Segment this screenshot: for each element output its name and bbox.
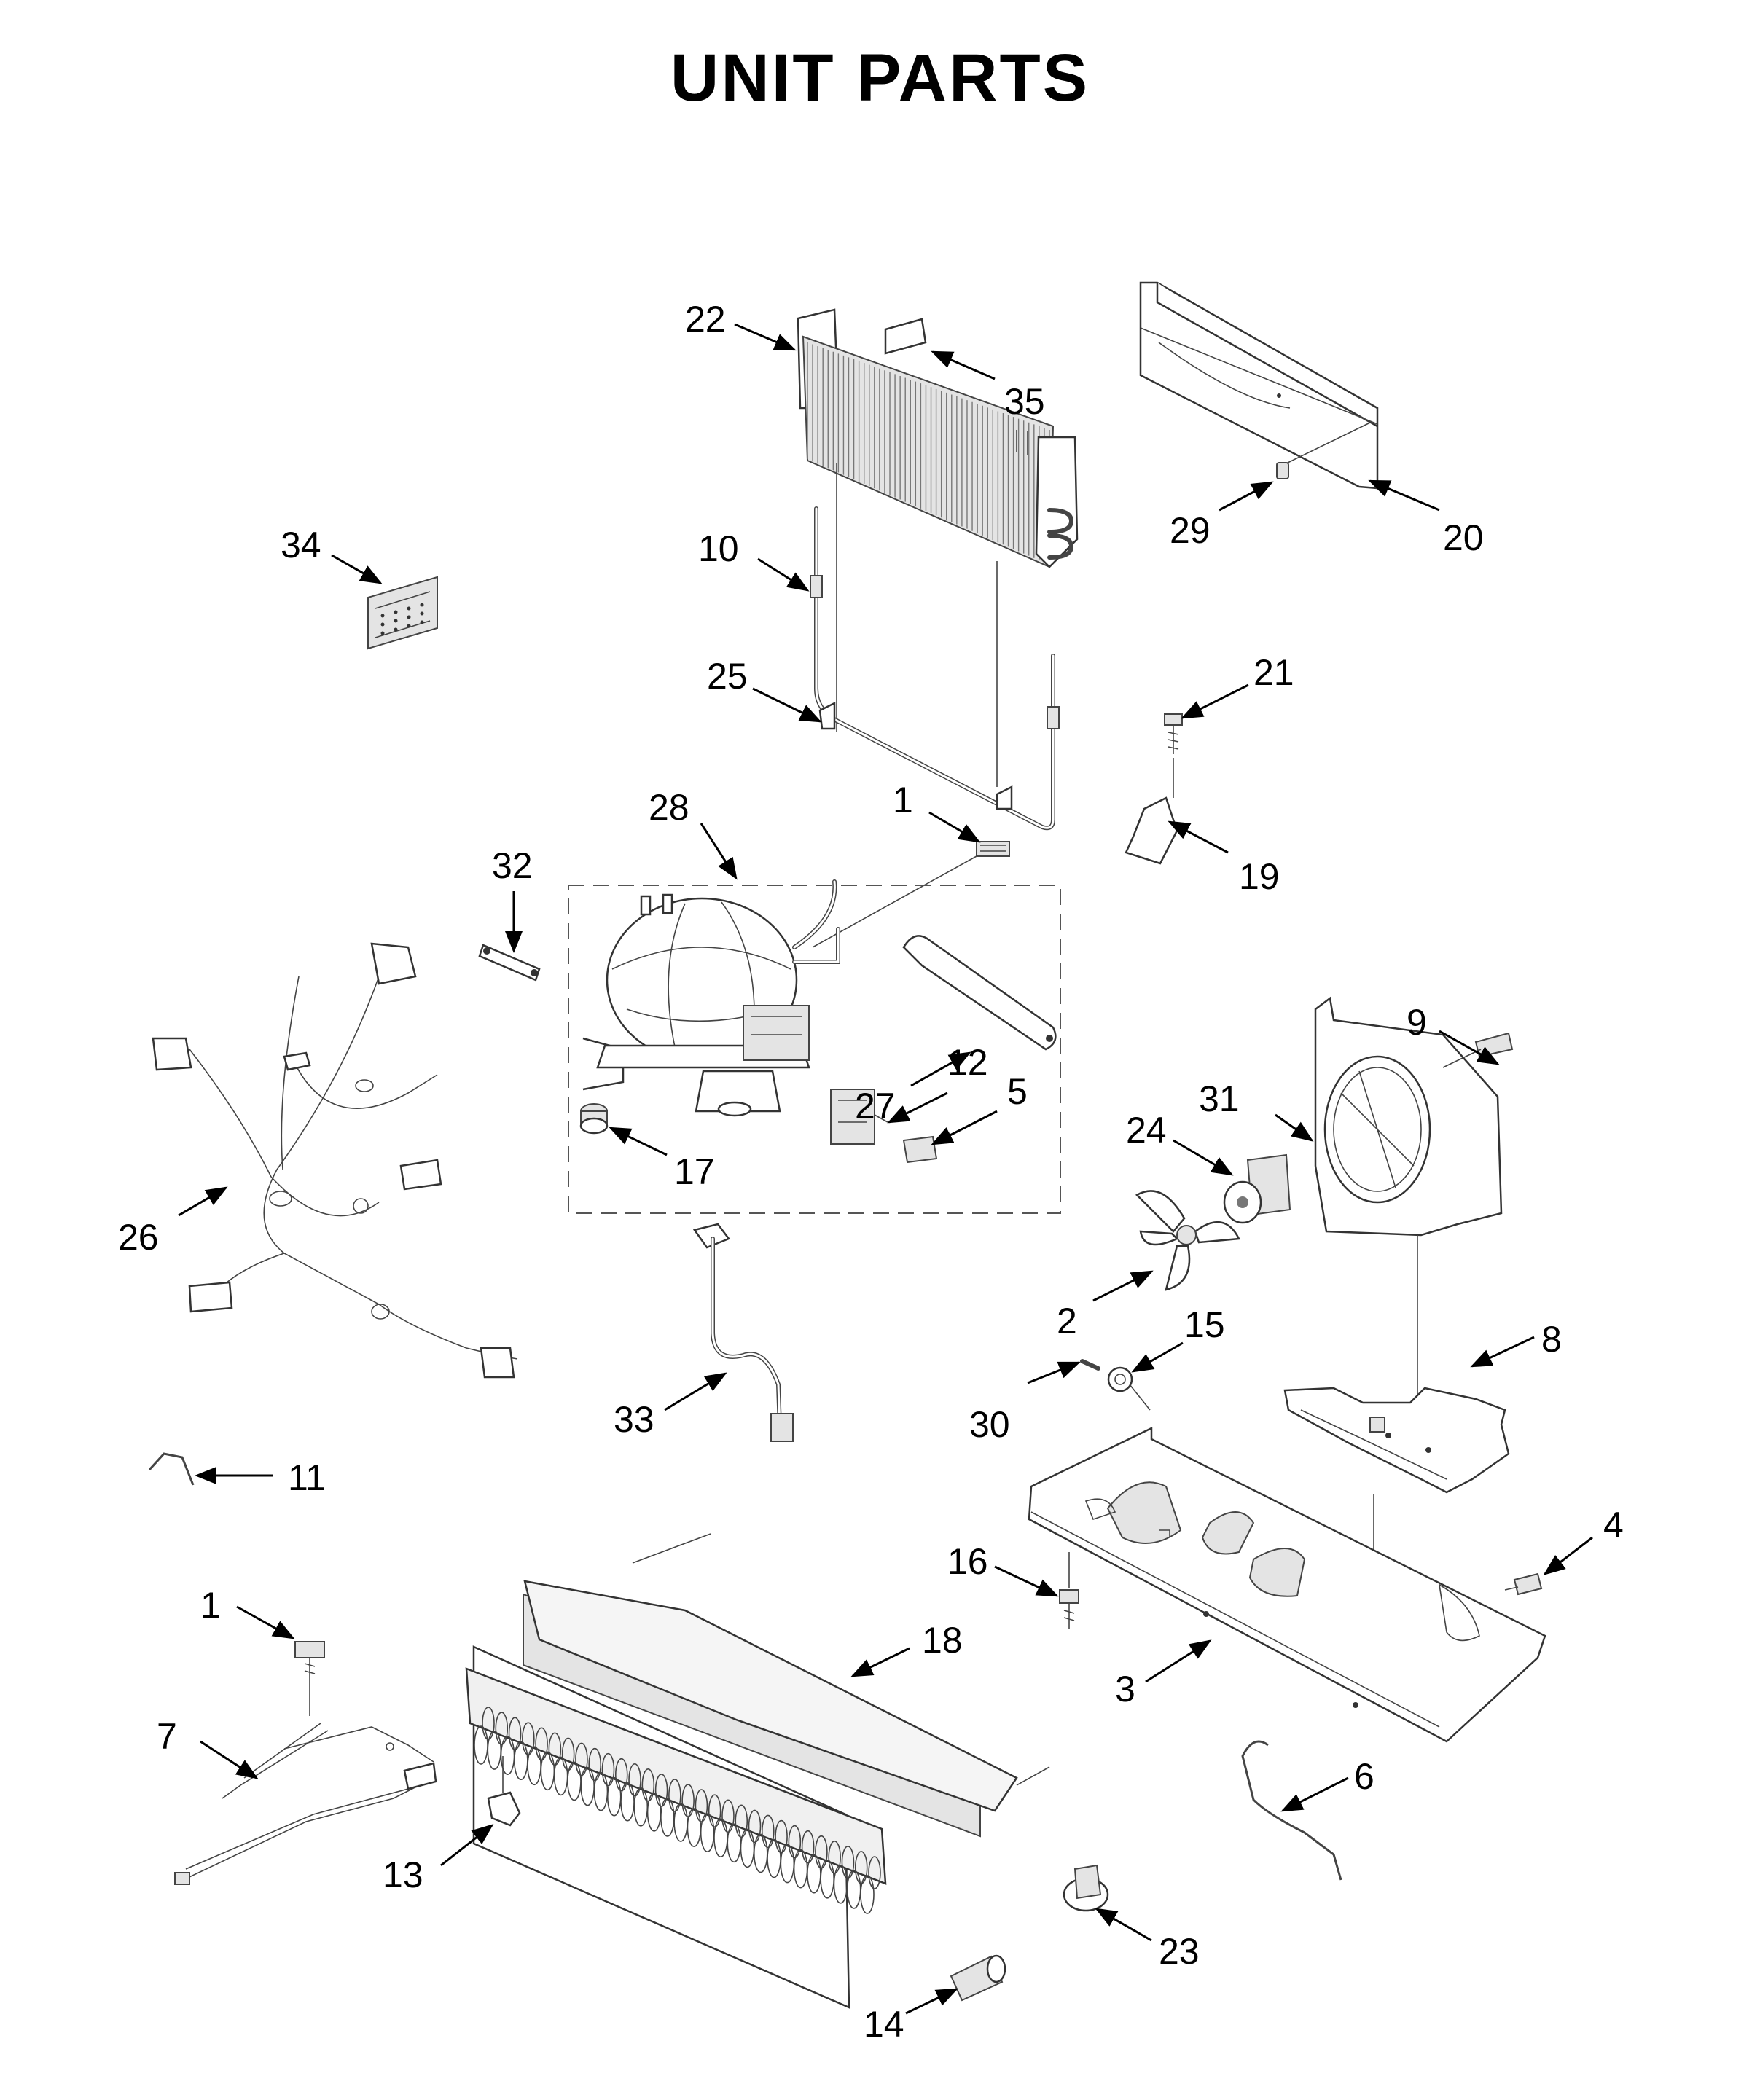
callout-10: 10 [698, 528, 739, 569]
callout-25: 25 [707, 656, 748, 697]
callout-3: 3 [1115, 1669, 1135, 1709]
part-base-pan [1028, 1427, 1546, 1743]
callout-29: 29 [1170, 510, 1211, 551]
callout-15: 15 [1184, 1304, 1225, 1345]
callout-23: 23 [1159, 1931, 1200, 1972]
part-heater-harness [174, 1723, 437, 1885]
part-fan-shroud [1314, 996, 1503, 1406]
part-evaporator [465, 1533, 1050, 2009]
callout-13: 13 [383, 1854, 423, 1895]
callout-28: 28 [649, 787, 689, 828]
part-screw-1-top [812, 841, 1010, 948]
callout-20: 20 [1443, 517, 1484, 558]
part-wire-harness [152, 942, 518, 1379]
part-screw-1-bottom [294, 1641, 325, 1716]
callout-31: 31 [1199, 1078, 1240, 1119]
part-grommet-15 [1107, 1366, 1151, 1411]
callout-33: 33 [614, 1399, 654, 1440]
callout-4: 4 [1603, 1505, 1624, 1545]
part-condenser-cover [1139, 281, 1379, 490]
part-thermostat-23 [1063, 1864, 1109, 1912]
part-fitting-14 [950, 1954, 1006, 2002]
part-drain-pan [1283, 1387, 1510, 1654]
callout-34: 34 [281, 525, 321, 565]
part-relay-12 [830, 1089, 888, 1145]
part-grommet-17 [579, 1103, 609, 1135]
part-screw-29 [1276, 462, 1289, 479]
part-compressor [568, 879, 1061, 1214]
page-title: UNIT PARTS [670, 41, 1090, 115]
callout-7: 7 [157, 1716, 177, 1757]
part-cap-5 [902, 1135, 938, 1164]
callout-17: 17 [674, 1151, 715, 1192]
callout-14: 14 [864, 2004, 904, 2045]
callout-numbers: 22 35 29 20 34 10 25 21 1 28 19 32 9 31 … [118, 299, 1624, 2045]
part-fan-blade [1135, 1190, 1240, 1291]
callout-19: 19 [1239, 856, 1280, 897]
callout-2: 2 [1057, 1301, 1077, 1341]
callout-24: 24 [1126, 1110, 1167, 1151]
leader-lines [178, 323, 1593, 2015]
callout-1-bottom: 1 [200, 1585, 221, 1626]
part-link-32 [478, 944, 541, 982]
callout-1-top: 1 [893, 780, 913, 820]
callout-16: 16 [947, 1541, 988, 1582]
part-condenser [797, 308, 1079, 787]
part-pin-30 [1080, 1359, 1100, 1371]
callout-26: 26 [118, 1217, 159, 1258]
part-wire-11 [148, 1452, 195, 1486]
callout-9: 9 [1407, 1002, 1427, 1043]
part-screw-21 [1164, 713, 1183, 798]
part-drier-tube [810, 506, 1060, 831]
part-clip-13 [487, 1756, 521, 1827]
callout-8: 8 [1541, 1319, 1562, 1360]
part-screw-4 [1504, 1572, 1543, 1596]
callout-6: 6 [1354, 1756, 1374, 1797]
part-bracket-19 [1125, 796, 1178, 865]
part-wire-6 [1241, 1740, 1342, 1881]
part-drain-tube [692, 1223, 794, 1442]
part-control-board [367, 576, 438, 650]
callout-12: 12 [947, 1042, 988, 1083]
callout-35: 35 [1004, 381, 1045, 422]
callout-11: 11 [288, 1457, 326, 1498]
callout-21: 21 [1253, 652, 1294, 693]
callout-27: 27 [855, 1086, 896, 1127]
callout-5: 5 [1007, 1071, 1028, 1112]
callout-30: 30 [969, 1404, 1010, 1445]
callout-18: 18 [922, 1620, 963, 1661]
part-drier-27 [902, 935, 1057, 1051]
part-screw-16 [1059, 1552, 1079, 1629]
part-fan-motor [1223, 1153, 1291, 1224]
callout-22: 22 [685, 299, 726, 340]
callout-32: 32 [492, 845, 533, 886]
